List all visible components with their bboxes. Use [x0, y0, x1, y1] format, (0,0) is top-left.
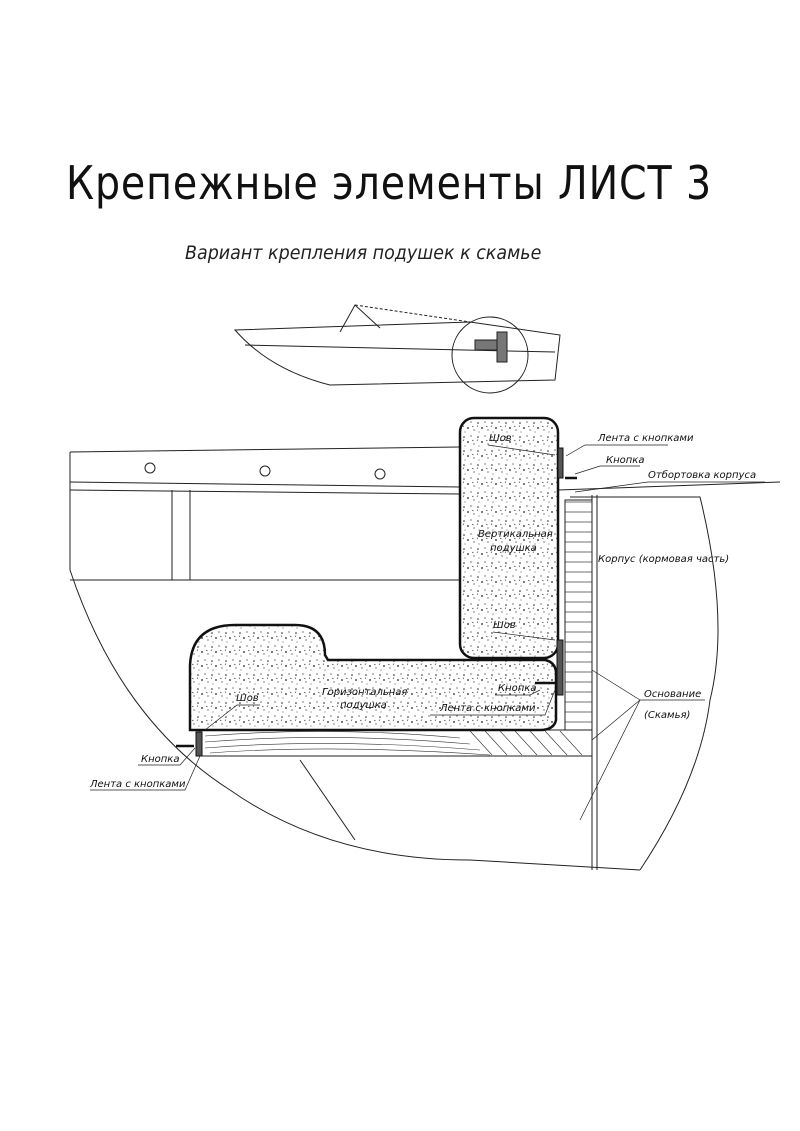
horizontal-cushion [188, 623, 558, 732]
hull-structure [69, 446, 781, 871]
label-vertical-cushion-2: подушка [490, 543, 537, 554]
label-seam-left: Шов [236, 693, 259, 704]
label-horizontal-cushion-1: Горизонтальная [322, 687, 407, 698]
label-hull: Корпус (кормовая часть) [598, 554, 729, 565]
label-seam-mid: Шов [493, 620, 516, 631]
label-base-2: (Скамья) [644, 710, 690, 721]
label-vertical-cushion-1: Вертикальная [478, 529, 553, 540]
label-button-mid: Кнопка [498, 683, 536, 694]
label-tape-top: Лента с кнопками [597, 433, 694, 444]
vertical-cushion [458, 416, 560, 660]
label-button-left: Кнопка [141, 754, 179, 765]
label-button-top: Кнопка [606, 455, 644, 466]
label-horizontal-cushion-2: подушка [340, 700, 387, 711]
page-title: Крепежные элементы ЛИСТ 3 [66, 156, 713, 210]
label-seam-top: Шов [489, 433, 512, 444]
label-flange: Отбортовка корпуса [648, 469, 756, 481]
label-tape-left: Лента с кнопками [89, 779, 186, 790]
boat-overview-sketch [233, 304, 561, 394]
fasteners [176, 447, 577, 757]
page-subtitle: Вариант крепления подушек к скамье [185, 242, 542, 264]
label-base-1: Основание [644, 689, 701, 700]
bench-base [199, 499, 593, 757]
leader-lines [90, 444, 765, 821]
label-tape-mid: Лента с кнопками [439, 703, 536, 714]
